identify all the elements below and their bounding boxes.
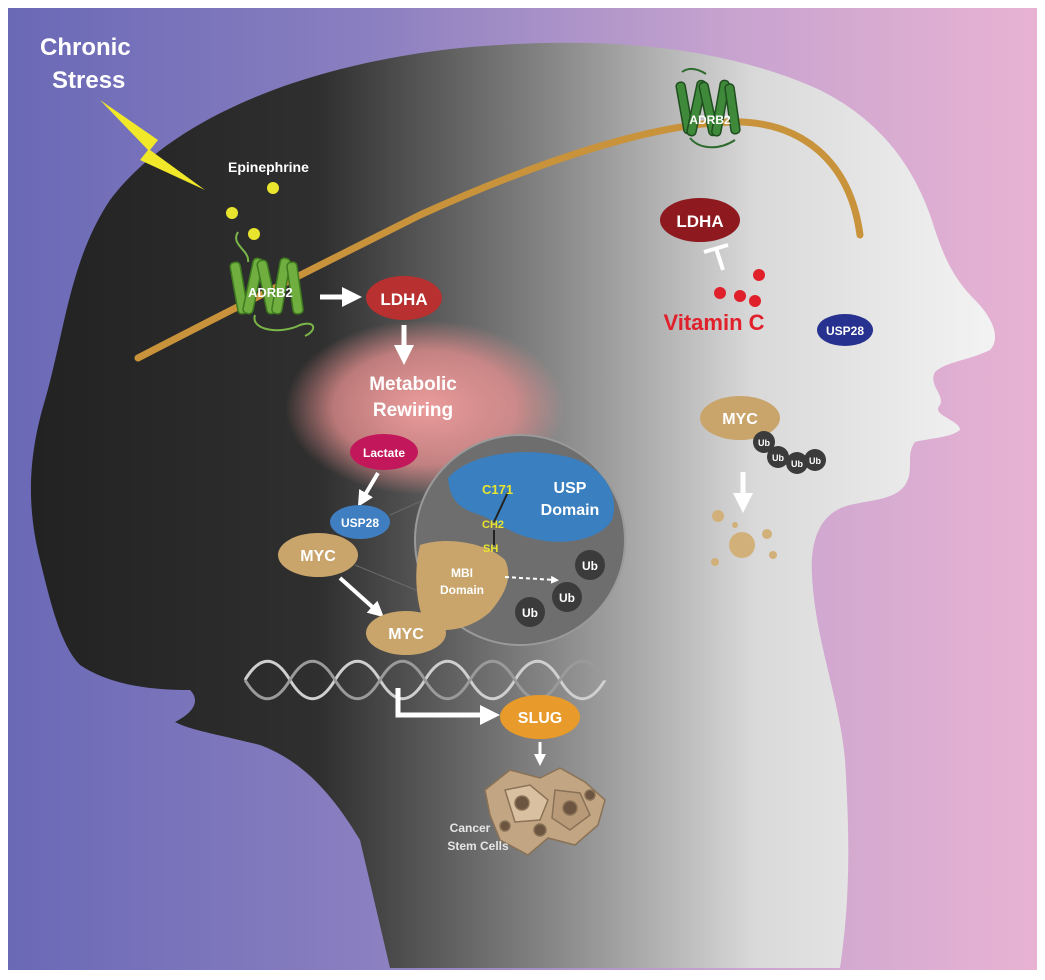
inhibition-line <box>714 247 725 271</box>
chronic-stress-label: Chronic <box>40 34 131 61</box>
lactate-label: Lactate <box>363 446 405 460</box>
slug-label: SLUG <box>518 710 562 727</box>
vitamin-c-molecule <box>714 287 726 299</box>
epinephrine-label: Epinephrine <box>228 159 309 175</box>
c171-label: C171 <box>482 482 513 497</box>
metabolic-label: Metabolic <box>369 374 457 395</box>
arrow-lactate-to-usp28 <box>357 471 380 507</box>
adrb2-receptor-right <box>675 67 741 149</box>
mbi-domain-shape <box>416 540 509 631</box>
adrb2-label-right: ADRB2 <box>689 113 731 127</box>
ub-icon <box>552 582 582 612</box>
mbi-domain-label: MBI <box>451 566 473 580</box>
vitamin-c-molecule <box>734 290 746 302</box>
ub-label: Ub <box>758 438 770 448</box>
ldha-node-right <box>660 198 740 242</box>
degraded-myc-fragments <box>711 510 777 566</box>
ub-label: Ub <box>809 456 821 466</box>
vitamin-c-molecule <box>753 269 765 281</box>
myc-node-right <box>700 396 780 440</box>
usp28-domain-zoom <box>414 434 626 646</box>
slug-node <box>500 695 580 739</box>
usp28-node-right <box>817 314 873 346</box>
ub-chain-right <box>753 431 826 474</box>
cancer-stem-cells <box>484 767 606 856</box>
myc-label-right: MYC <box>722 411 758 428</box>
usp-domain-label-2: Domain <box>541 502 600 519</box>
ldha-node-left <box>366 276 442 320</box>
vitamin-c-label: Vitamin C <box>663 310 764 335</box>
arrow-myc-to-myc <box>338 576 384 618</box>
usp28-label-right: USP28 <box>826 324 864 338</box>
sh-label: SH <box>483 543 498 555</box>
ch2-label: CH2 <box>482 519 504 531</box>
cancer-stem-cells-label: Cancer <box>450 821 491 835</box>
ub-label: Ub <box>522 606 538 620</box>
usp28-label-left: USP28 <box>341 516 379 530</box>
chronic-stress-label-2: Stress <box>52 67 125 94</box>
ub-label: Ub <box>582 559 598 573</box>
inhibition-bar <box>703 243 729 254</box>
cancer-stem-cells-label-2: Stem Cells <box>447 839 509 853</box>
ub-label: Ub <box>791 459 803 469</box>
ub-label: Ub <box>772 453 784 463</box>
lactate-node <box>350 434 418 470</box>
usp-domain-shape <box>448 452 615 542</box>
rewiring-label: Rewiring <box>373 400 453 421</box>
usp-domain-label: USP <box>554 480 587 497</box>
arrow-dna-to-slug <box>395 688 500 725</box>
vitamin-c-molecule <box>749 295 761 307</box>
ldha-label-right: LDHA <box>676 212 723 231</box>
ldha-label-left: LDHA <box>380 290 427 309</box>
epinephrine-molecule <box>226 207 238 219</box>
ub-icon <box>515 597 545 627</box>
ub-icon <box>575 550 605 580</box>
epinephrine-molecule <box>248 228 260 240</box>
adrb2-label-left: ADRB2 <box>248 285 293 300</box>
usp28-node-left <box>330 505 390 539</box>
myc-node-1 <box>278 533 358 577</box>
lightning-icon <box>100 100 205 190</box>
ub-label: Ub <box>559 591 575 605</box>
epinephrine-molecule <box>267 182 279 194</box>
mbi-domain-label-2: Domain <box>440 583 484 597</box>
myc-label-1: MYC <box>300 548 336 565</box>
myc-label-2: MYC <box>388 626 424 643</box>
